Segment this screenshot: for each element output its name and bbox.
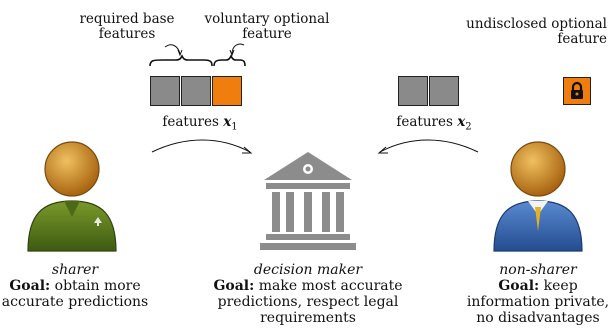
base-feature-box-3	[398, 76, 428, 106]
base-feature-box-4	[429, 76, 459, 106]
features-x2-label: features x2	[396, 114, 472, 133]
voluntary-optional-label: voluntary optional feature	[204, 11, 330, 42]
base-feature-box-2	[181, 76, 211, 106]
sharer-person-icon	[27, 141, 117, 252]
non-sharer-role: non-sharer	[499, 262, 577, 278]
undisclosed-optional-label: undisclosed optional feature	[466, 16, 607, 47]
lock-icon	[570, 81, 583, 99]
sharer-role: sharer	[51, 262, 99, 278]
features-x1-label: features x1	[162, 114, 238, 133]
non-sharer-person-icon	[493, 141, 583, 252]
bank-building-icon	[260, 152, 356, 250]
optional-feature-box	[212, 76, 242, 106]
decision-maker-description: decision maker Goal: make most accurate …	[205, 262, 411, 326]
non-sharer-description: non-sharer Goal: keep information privat…	[460, 262, 616, 326]
decision-maker-role: decision maker	[253, 262, 363, 278]
lock-feature-box	[563, 77, 591, 105]
sharer-description: sharer Goal: obtain more accurate predic…	[1, 262, 149, 310]
base-feature-box-1	[150, 76, 180, 106]
required-base-label: required base features	[79, 11, 175, 42]
